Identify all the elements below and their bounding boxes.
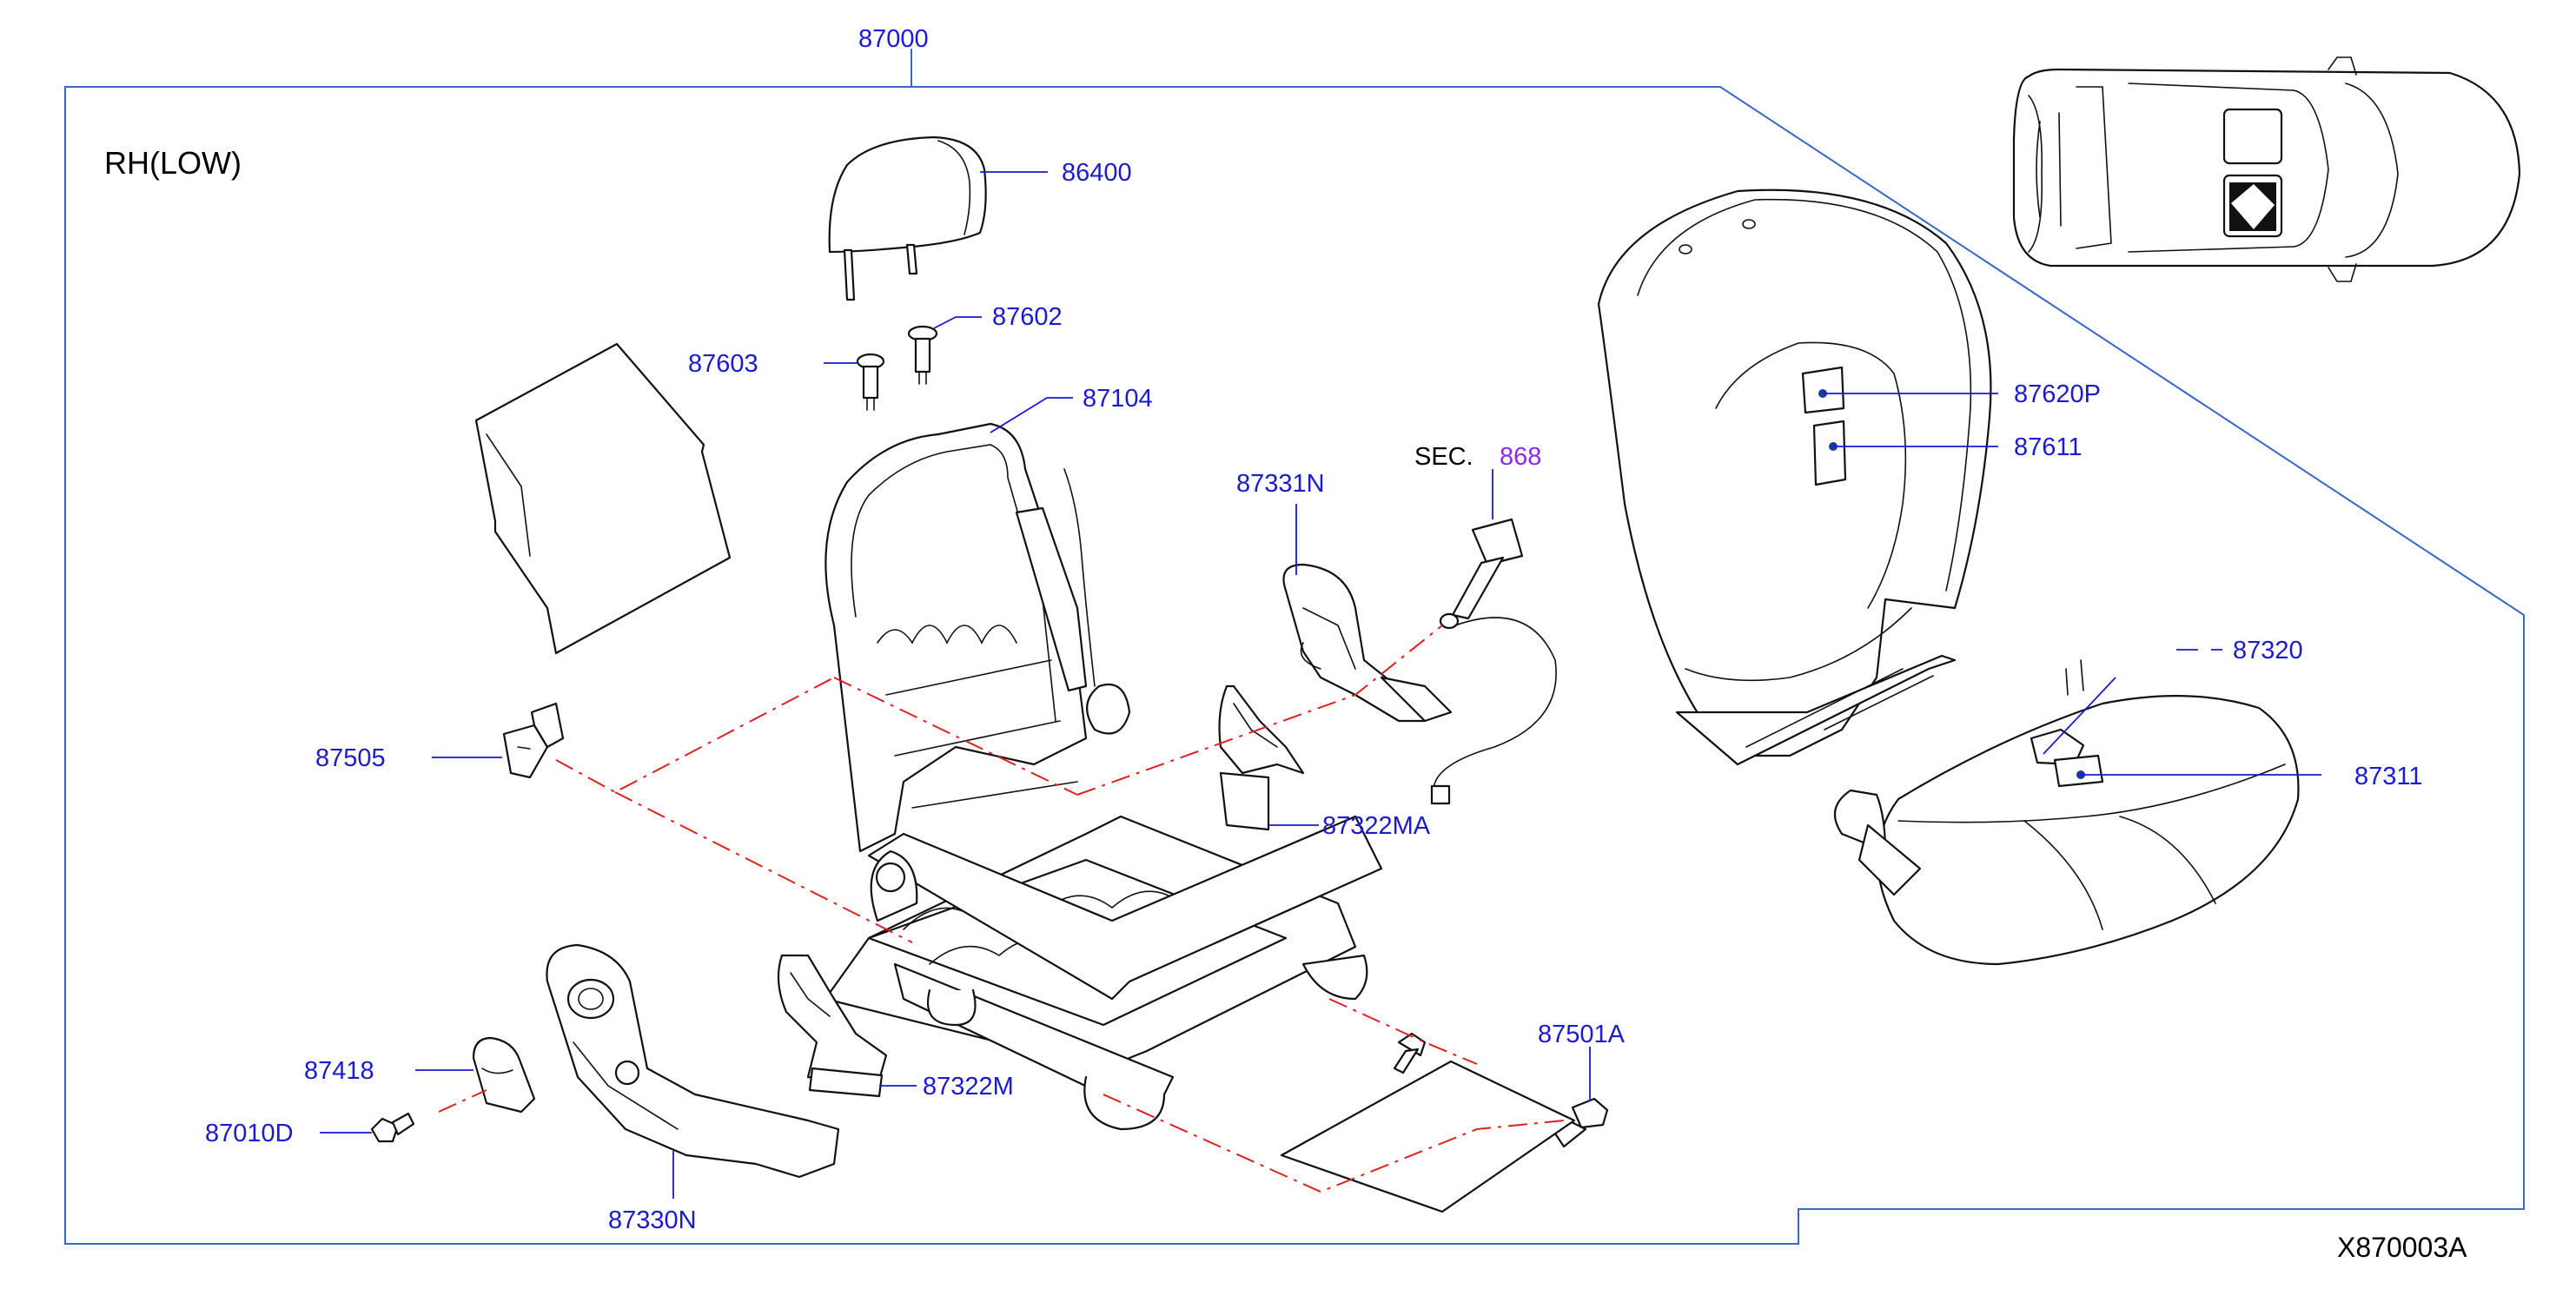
- seat-frame-leader: [990, 397, 1073, 433]
- headrest-guide-free-label: 87603: [688, 350, 758, 378]
- variant-label: RH(LOW): [104, 145, 242, 181]
- drawing-id: X870003A: [2337, 1232, 2467, 1263]
- cushion-trim-leader: [2043, 677, 2116, 755]
- headrest-label: 86400: [1062, 159, 1132, 187]
- headrest-part: [828, 136, 987, 301]
- knob-cover-label: 87418: [304, 1057, 374, 1085]
- seat-cushion-part: [1833, 659, 2300, 966]
- lower-cover-lower-part: [777, 954, 888, 1098]
- clip-label: 87505: [315, 744, 386, 772]
- assembly-boundary-frame: [64, 86, 2525, 1245]
- headrest-guide-locking-label: 87602: [992, 303, 1063, 331]
- section-ref-prefix: SEC.: [1414, 443, 1473, 471]
- seat-back-cover-part: [1597, 188, 1992, 766]
- vehicle-locator-icon: [2012, 56, 2521, 282]
- under-seat-pad: [1280, 1060, 1576, 1213]
- bolt-label: 87501A: [1538, 1021, 1626, 1048]
- clip-part: [502, 702, 565, 779]
- inner-finisher-part: [1282, 563, 1453, 723]
- lower-cover-upper-label: 87322MA: [1322, 812, 1431, 840]
- assembly-guide-lines: [438, 625, 1565, 1193]
- screw-part: [370, 1112, 415, 1143]
- back-board-panel: [474, 342, 732, 655]
- bolt-part: [1393, 1032, 1609, 1148]
- assembly-number: 87000: [858, 25, 929, 53]
- back-pad-label-label: 87611: [2014, 433, 2083, 461]
- side-finisher-part: [546, 943, 840, 1179]
- cushion-trim-label: 87320: [2233, 637, 2303, 664]
- seat-frame-label: 87104: [1083, 385, 1153, 413]
- knob-cover-part: [472, 1036, 536, 1114]
- cushion-trim-cover-label: 87311: [2354, 763, 2423, 790]
- seat-frame-part: [824, 422, 1383, 1131]
- headrest-guide-locking-part: [907, 325, 938, 385]
- seat-belt-buckle-part: [1430, 518, 1557, 805]
- lower-cover-upper-part: [1218, 684, 1305, 831]
- section-ref-number: 868: [1500, 443, 1541, 471]
- side-finisher-label: 87330N: [608, 1206, 697, 1234]
- screw-label: 87010D: [205, 1120, 294, 1147]
- headrest-guide-free-part: [856, 353, 885, 411]
- back-trim-cover-label: 87620P: [2014, 380, 2101, 408]
- lower-cover-lower-label: 87322M: [923, 1073, 1014, 1101]
- headrest-guide-locking-leader: [933, 316, 982, 329]
- inner-finisher-label: 87331N: [1236, 470, 1325, 498]
